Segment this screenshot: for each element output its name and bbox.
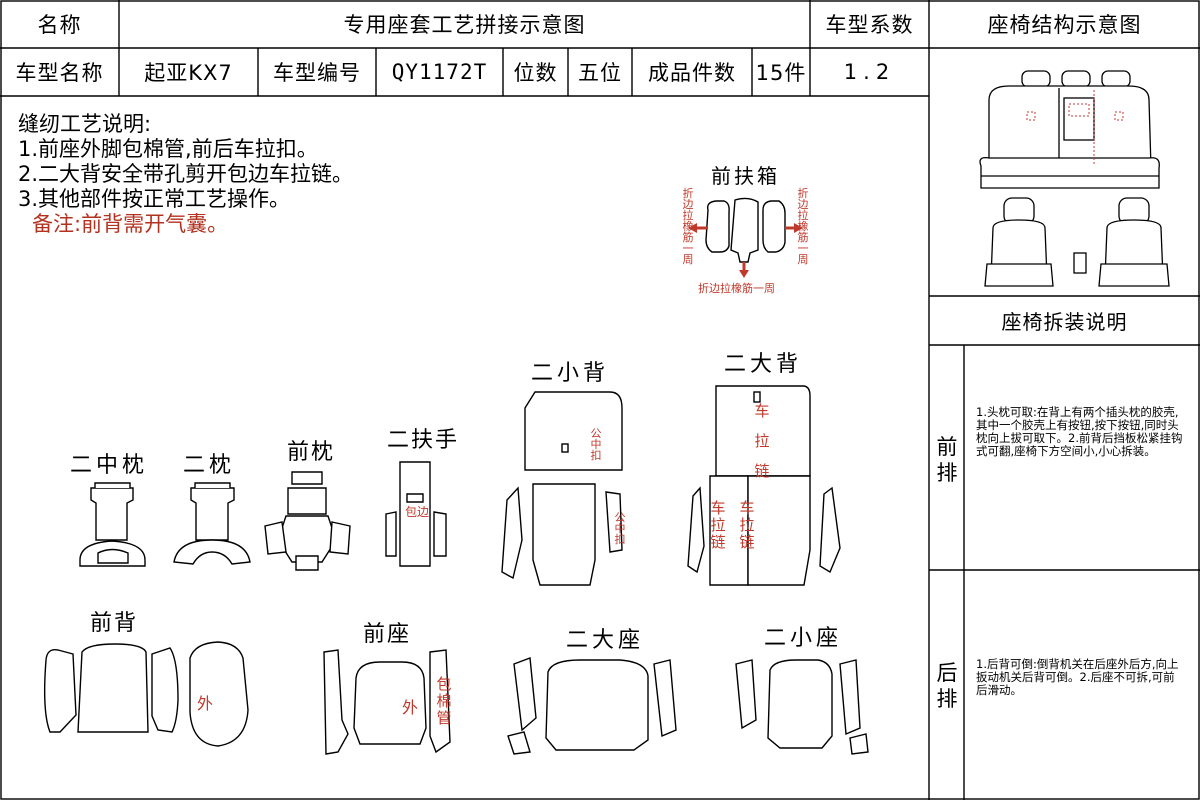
outer-note-1: 外 <box>197 694 214 713</box>
second-small-seat-label: 二小座 <box>764 626 843 651</box>
front-pillow-pieces <box>264 471 351 571</box>
buckle-note-2: 公中扣 <box>614 511 626 546</box>
coef-value: 1.2 <box>843 60 896 84</box>
buckle-note-1: 公中扣 <box>590 427 602 462</box>
rear-row-instructions: 1.后背可倒:倒背机关在后座外后方,向上扳动机关后背可倒。2.后座不可拆,可前后… <box>976 657 1179 697</box>
front-seat-pieces <box>323 649 451 755</box>
coef-label: 车型系数 <box>825 13 914 37</box>
notes-heading: 缝纫工艺说明: <box>18 112 152 136</box>
struct-title: 座椅结构示意图 <box>987 13 1142 37</box>
seats-value: 五位 <box>578 61 622 85</box>
rear-row-label: 后排 <box>936 661 958 711</box>
second-mid-pillow-label: 二中枕 <box>70 453 149 478</box>
second-small-back-pieces <box>501 391 623 586</box>
page-title: 专用座套工艺拼接示意图 <box>343 13 586 37</box>
front-armrest-box-label: 前扶箱 <box>711 164 780 188</box>
code-label: 车型编号 <box>273 61 361 85</box>
fold-right-note: 折边拉橡筋一周 <box>797 187 809 266</box>
sewing-notes: 缝纫工艺说明: 1.前座外脚包棉管,前后车拉扣。 2.二大背安全带孔剪开包边车拉… <box>18 112 353 237</box>
pieces-value: 15件 <box>755 61 807 85</box>
pieces-label: 成品件数 <box>648 61 736 85</box>
notes-item-3: 3.其他部件按正常工艺操作。 <box>18 187 291 211</box>
second-pillow-pieces <box>173 482 251 565</box>
fold-left-note: 折边拉橡筋一周 <box>682 187 694 266</box>
fold-bottom-note: 折边拉橡筋一周 <box>698 282 775 295</box>
front-row-instructions: 1.头枕可取:在背上有两个插头枕的胶壳,其中一个胶壳上有按钮,按下按钮,同时头枕… <box>976 405 1183 458</box>
notes-remark: 备注:前背需开气囊。 <box>32 212 229 236</box>
cotton-tube-note: 包棉管 <box>436 675 452 727</box>
front-armrest-box-pieces <box>688 197 803 278</box>
seats-label: 位数 <box>513 61 558 85</box>
notes-item-2: 2.二大背安全带孔剪开包边车拉链。 <box>18 162 354 186</box>
second-big-seat-label: 二大座 <box>566 628 645 653</box>
name-label: 名称 <box>37 13 82 37</box>
front-seat-label: 前座 <box>363 622 412 647</box>
second-big-seat-pieces <box>507 657 677 755</box>
second-mid-pillow-pieces <box>79 482 146 567</box>
outer-note-2: 外 <box>402 698 419 717</box>
code-value: QY1172T <box>391 60 488 84</box>
seat-structure-diagram <box>979 70 1170 287</box>
wrap-edge-note: 包边 <box>405 505 430 519</box>
front-back-pieces <box>43 641 249 747</box>
second-armrest-pieces <box>385 461 447 567</box>
pattern-pieces <box>43 197 869 755</box>
model-value: 起亚KX7 <box>144 61 233 85</box>
second-pillow-label: 二枕 <box>183 453 236 478</box>
second-armrest-label: 二扶手 <box>387 428 460 453</box>
zipper-note-left: 车拉链 <box>710 499 726 551</box>
second-big-back-label: 二大背 <box>724 352 803 377</box>
front-pillow-label: 前枕 <box>287 440 336 465</box>
zipper-note-right: 车拉链 <box>739 499 755 551</box>
second-big-back-pieces <box>687 385 841 586</box>
zipper-note-top: 车拉链 <box>754 402 770 480</box>
front-row-label: 前排 <box>936 435 958 485</box>
second-small-seat-pieces <box>735 659 869 755</box>
model-label: 车型名称 <box>15 61 104 85</box>
front-back-label: 前背 <box>90 611 139 636</box>
notes-item-1: 1.前座外脚包棉管,前后车拉扣。 <box>18 137 318 161</box>
second-small-back-label: 二小背 <box>531 361 610 386</box>
disassembly-title: 座椅拆装说明 <box>1001 310 1128 334</box>
